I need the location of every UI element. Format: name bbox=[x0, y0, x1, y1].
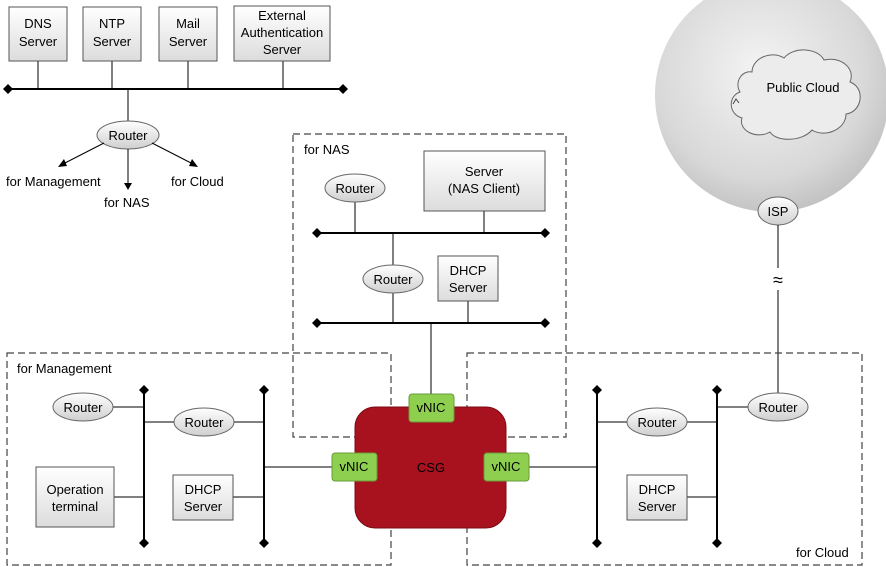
mail-server-label: Server bbox=[169, 34, 208, 49]
vnic-top-label: vNIC bbox=[417, 400, 446, 415]
bus-end-marker bbox=[3, 84, 13, 94]
mgmt-dhcp-label: Server bbox=[184, 499, 223, 514]
cloud-dhcp-label: DHCP bbox=[639, 482, 676, 497]
vnic-left[interactable]: vNIC bbox=[331, 452, 378, 482]
operation-terminal-label: terminal bbox=[52, 499, 98, 514]
nas-server-label: (NAS Client) bbox=[448, 181, 520, 196]
ext-auth-label: Authentication bbox=[241, 25, 323, 40]
nas-router-upper-label: Router bbox=[335, 181, 375, 196]
cloud-dhcp-server-node[interactable]: DHCP Server bbox=[626, 474, 688, 521]
top-router-node[interactable]: Router bbox=[96, 120, 160, 150]
vnic-right[interactable]: vNIC bbox=[483, 452, 530, 482]
nas-router-upper[interactable]: Router bbox=[324, 173, 386, 203]
ntp-server-node[interactable]: NTP Server bbox=[82, 6, 142, 62]
mgmt-dhcp-label: DHCP bbox=[185, 482, 222, 497]
branch-label-nas: for NAS bbox=[104, 195, 150, 210]
public-cloud-label: Public Cloud bbox=[767, 80, 840, 95]
nas-zone-border bbox=[292, 133, 567, 438]
cloud-router-left-label: Router bbox=[637, 415, 677, 430]
mail-server-label: Mail bbox=[176, 16, 200, 31]
arrow-icon bbox=[58, 159, 67, 167]
mail-server-node[interactable]: Mail Server bbox=[158, 6, 218, 62]
nas-dhcp-label: Server bbox=[449, 280, 488, 295]
ntp-server-label: Server bbox=[93, 34, 132, 49]
cloud-zone: for Cloud Router Router DHCP Server bbox=[466, 352, 863, 566]
ntp-server-label: NTP bbox=[99, 16, 125, 31]
nas-client-server-node[interactable]: Server (NAS Client) bbox=[423, 150, 546, 212]
operation-terminal-label: Operation bbox=[46, 482, 103, 497]
dns-server-label: Server bbox=[19, 34, 58, 49]
operation-terminal-node[interactable]: Operation terminal bbox=[35, 466, 115, 528]
arrow-icon bbox=[124, 183, 132, 190]
nas-server-label: Server bbox=[465, 164, 504, 179]
csg-node[interactable]: CSG vNIC vNIC vNIC bbox=[331, 393, 530, 529]
nas-router-lower-label: Router bbox=[373, 272, 413, 287]
branch-label-cloud: for Cloud bbox=[171, 174, 224, 189]
branch-label-management: for Management bbox=[6, 174, 101, 189]
mgmt-router-right[interactable]: Router bbox=[173, 407, 235, 437]
ext-auth-label: External bbox=[258, 8, 306, 23]
nas-zone-label: for NAS bbox=[304, 142, 350, 157]
dns-server-label: DNS bbox=[24, 16, 52, 31]
bus-end-marker bbox=[338, 84, 348, 94]
cloud-icon bbox=[730, 49, 861, 140]
public-cloud-area: Public Cloud ISP ≈ bbox=[655, 0, 886, 394]
external-auth-server-node[interactable]: External Authentication Server bbox=[233, 5, 331, 62]
cloud-zone-label: for Cloud bbox=[796, 545, 849, 560]
mgmt-router-left[interactable]: Router bbox=[52, 392, 114, 422]
csg-label: CSG bbox=[417, 460, 445, 475]
arrow-icon bbox=[189, 159, 198, 167]
cloud-router-right-label: Router bbox=[758, 400, 798, 415]
ext-auth-label: Server bbox=[263, 42, 302, 57]
nas-zone: for NAS Router Server (NAS Client) Route… bbox=[292, 133, 567, 438]
mgmt-router-left-label: Router bbox=[63, 400, 103, 415]
nas-dhcp-server-node[interactable]: DHCP Server bbox=[437, 255, 499, 302]
nas-router-lower[interactable]: Router bbox=[362, 264, 424, 294]
vnic-left-label: vNIC bbox=[340, 459, 369, 474]
management-zone-label: for Management bbox=[17, 361, 112, 376]
isp-node[interactable]: ISP bbox=[757, 196, 799, 226]
cloud-router-right[interactable]: Router bbox=[747, 392, 809, 422]
link-break-symbol: ≈ bbox=[773, 270, 783, 290]
cloud-dhcp-label: Server bbox=[638, 499, 677, 514]
vnic-top[interactable]: vNIC bbox=[408, 393, 455, 423]
cloud-router-left[interactable]: Router bbox=[626, 407, 688, 437]
vnic-right-label: vNIC bbox=[492, 459, 521, 474]
cloud-zone-border bbox=[466, 352, 863, 566]
mgmt-router-right-label: Router bbox=[184, 415, 224, 430]
dns-server-node[interactable]: DNS Server bbox=[8, 6, 68, 62]
isp-label: ISP bbox=[768, 204, 789, 219]
top-router-label: Router bbox=[108, 128, 148, 143]
shared-servers-segment: DNS Server NTP Server Mail Server Extern… bbox=[3, 5, 348, 210]
nas-dhcp-label: DHCP bbox=[450, 263, 487, 278]
mgmt-dhcp-server-node[interactable]: DHCP Server bbox=[172, 474, 234, 521]
